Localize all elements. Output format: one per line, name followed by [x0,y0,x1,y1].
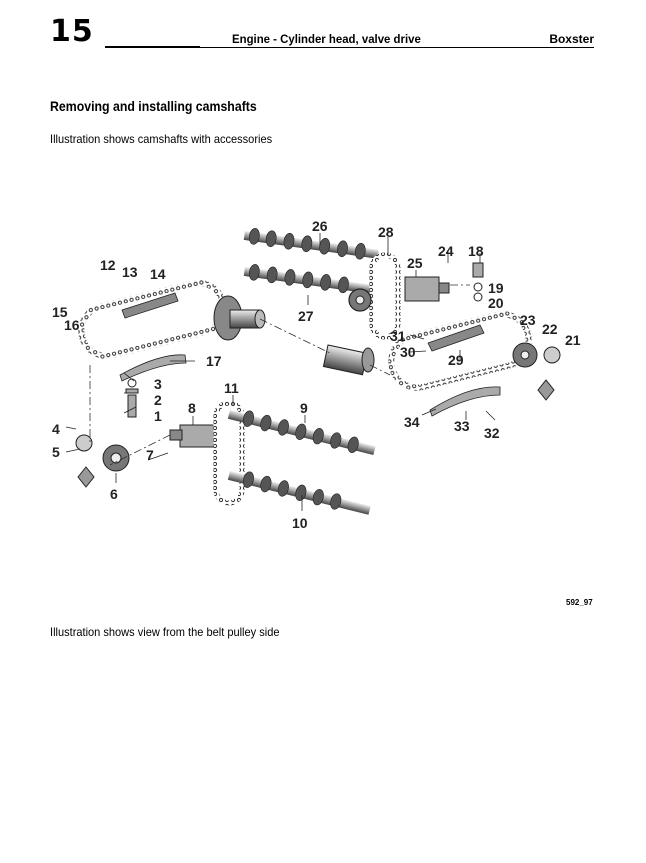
callout-10: 10 [292,515,308,531]
callout-32: 32 [484,425,500,441]
chain-28 [369,252,401,340]
callout-19: 19 [488,280,504,296]
callout-30: 30 [400,344,416,360]
callout-24: 24 [438,243,454,259]
camshaft-9 [227,410,376,456]
figure-caption-top: Illustration shows camshafts with access… [50,132,273,146]
callout-33: 33 [454,418,470,434]
callout-3: 3 [154,376,162,392]
callout-31: 31 [390,328,406,344]
callout-2: 2 [154,392,162,408]
callout-1: 1 [154,408,162,424]
callout-18: 18 [468,243,484,259]
exploded-camshaft-diagram: 26 28 27 12 13 14 15 16 17 3 2 1 4 5 6 7… [52,218,581,531]
callout-26: 26 [312,218,328,234]
callout-23: 23 [520,312,536,328]
callout-14: 14 [150,266,166,282]
figure-id: 592_97 [566,598,593,607]
callout-20: 20 [488,295,504,311]
callout-28: 28 [378,224,394,240]
callout-21: 21 [565,332,581,348]
callout-17: 17 [206,353,222,369]
callout-6: 6 [110,486,118,502]
chapter-number: 15 [50,14,94,49]
camshaft-26 [243,228,379,260]
callout-11: 11 [224,380,239,396]
callout-9: 9 [300,400,308,416]
chain-left [78,279,227,359]
callout-25: 25 [407,255,423,271]
callout-34: 34 [404,414,420,430]
header-title: Engine - Cylinder head, valve drive [232,32,421,46]
chain-11 [213,400,245,506]
callout-7: 7 [146,447,154,463]
callout-12: 12 [100,257,116,273]
figure-caption-bottom: Illustration shows view from the belt pu… [50,625,280,639]
callout-27: 27 [298,308,314,324]
callout-16: 16 [64,317,80,333]
callout-4: 4 [52,421,60,437]
callout-15: 15 [52,304,68,320]
header-model: Boxster [549,32,594,46]
camshaft-10 [227,471,371,515]
section-title: Removing and installing camshafts [50,98,257,114]
callout-22: 22 [542,321,558,337]
callout-5: 5 [52,444,60,460]
callout-8: 8 [188,400,196,416]
callout-29: 29 [448,352,464,368]
chain-right [388,311,532,391]
camshaft-27 [243,264,374,295]
header-rule-thick [105,46,200,48]
header-rule [200,47,594,48]
callout-13: 13 [122,264,138,280]
